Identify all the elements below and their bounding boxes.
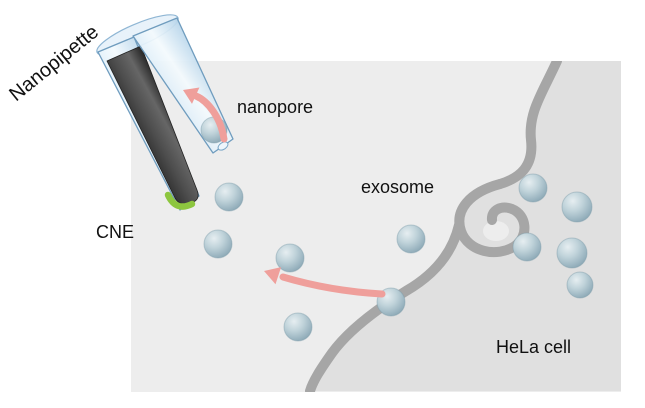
label-hela-cell: HeLa cell: [496, 337, 571, 357]
exosome-sphere: [275, 243, 305, 273]
exosome-transport-arrow: [264, 267, 386, 298]
label-cne: CNE: [96, 222, 134, 242]
exosome-layer: [200, 116, 594, 342]
exosome-sphere: [396, 224, 426, 254]
exosome-sphere: [561, 191, 593, 223]
exosome-sphere: [566, 271, 594, 299]
exosome-sphere: [214, 182, 244, 212]
exosome-sphere: [283, 312, 313, 342]
exosome-sphere: [512, 232, 542, 262]
label-exosome: exosome: [361, 177, 434, 197]
cne-green-coating: [164, 191, 196, 210]
exosome-sphere: [518, 173, 548, 203]
label-nanopore: nanopore: [237, 97, 313, 117]
transport-arrow-line: [279, 273, 386, 298]
cell-membrane-lower: [305, 220, 464, 392]
membrane-pocket: [483, 221, 509, 241]
cell-membrane-upper: [495, 61, 562, 189]
exosome-capture-arrow: [183, 87, 228, 143]
capture-arrow-line: [192, 92, 228, 143]
capture-arrow-head: [183, 87, 200, 104]
exosome-sphere: [203, 229, 233, 259]
exosome-sphere: [556, 237, 588, 269]
nanopore-tip-opening: [217, 141, 229, 151]
transport-arrow-head: [264, 267, 282, 285]
